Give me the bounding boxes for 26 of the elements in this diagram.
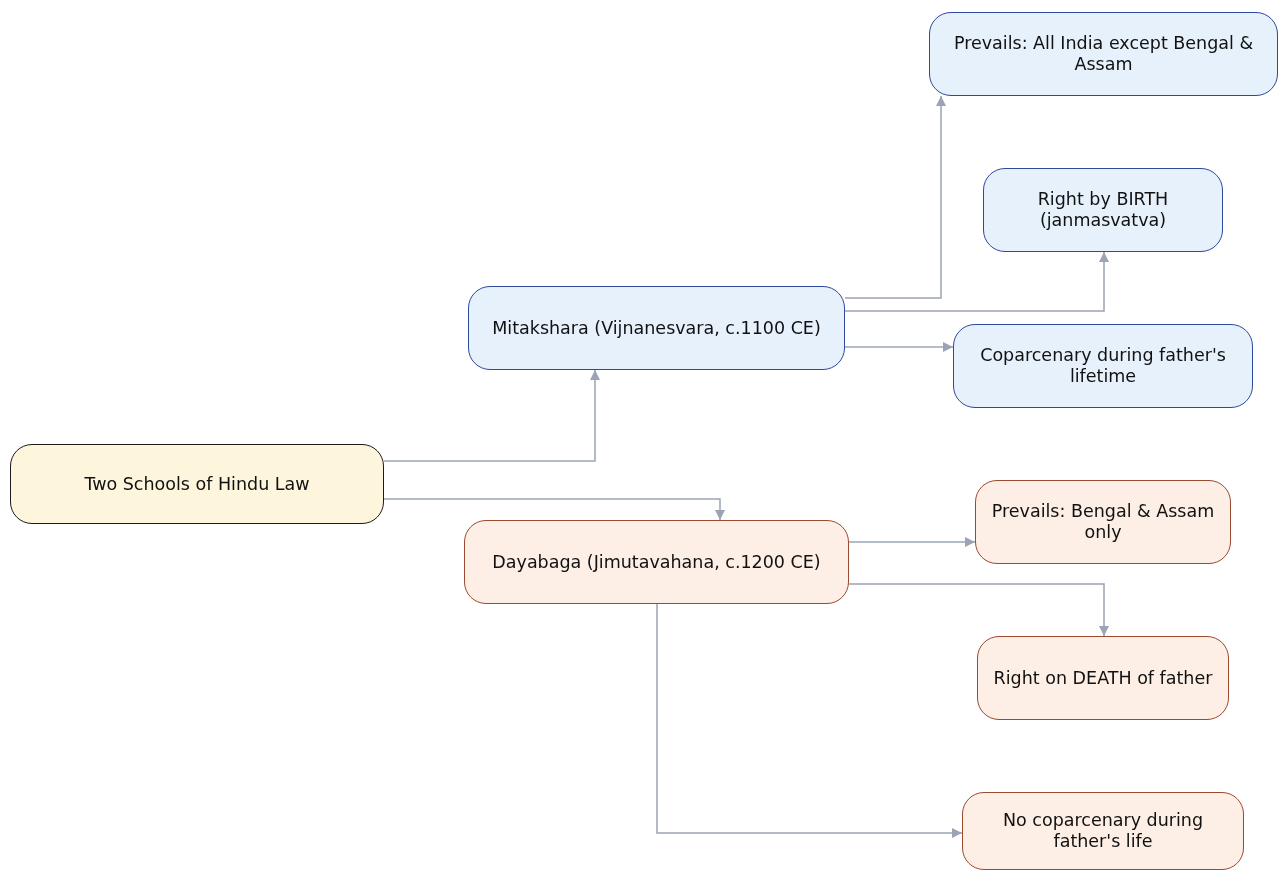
process-box xyxy=(962,792,1244,870)
arrow xyxy=(844,251,1109,312)
process-box xyxy=(929,12,1278,96)
process-box xyxy=(983,168,1223,252)
node-label: No coparcenary during father's life xyxy=(1001,810,1205,852)
node-label: Right by BIRTH (janmasvatva) xyxy=(1036,189,1170,231)
arrow xyxy=(383,498,725,521)
node-label: Prevails: All India except Bengal & Assam xyxy=(952,33,1255,75)
process-box xyxy=(953,324,1253,408)
arrow xyxy=(656,603,963,838)
node-label: Two Schools of Hindu Law xyxy=(84,473,310,495)
node-label: Prevails: Bengal & Assam only xyxy=(990,501,1216,543)
arrow xyxy=(844,95,946,299)
node-label: Right on DEATH of father xyxy=(993,667,1213,689)
node-label: Coparcenary during father's lifetime xyxy=(979,345,1227,387)
process-box xyxy=(977,636,1229,720)
process-box xyxy=(464,520,849,604)
arrow xyxy=(848,583,1109,637)
arrow xyxy=(848,537,976,547)
process-box xyxy=(975,480,1231,564)
arrow xyxy=(844,342,954,352)
node-label: Dayabaga (Jimutavahana, c.1200 CE) xyxy=(492,551,821,573)
process-box xyxy=(10,444,384,524)
arrow xyxy=(383,369,600,462)
node-label: Mitakshara (Vijnanesvara, c.1100 CE) xyxy=(492,317,821,339)
process-box xyxy=(468,286,845,370)
